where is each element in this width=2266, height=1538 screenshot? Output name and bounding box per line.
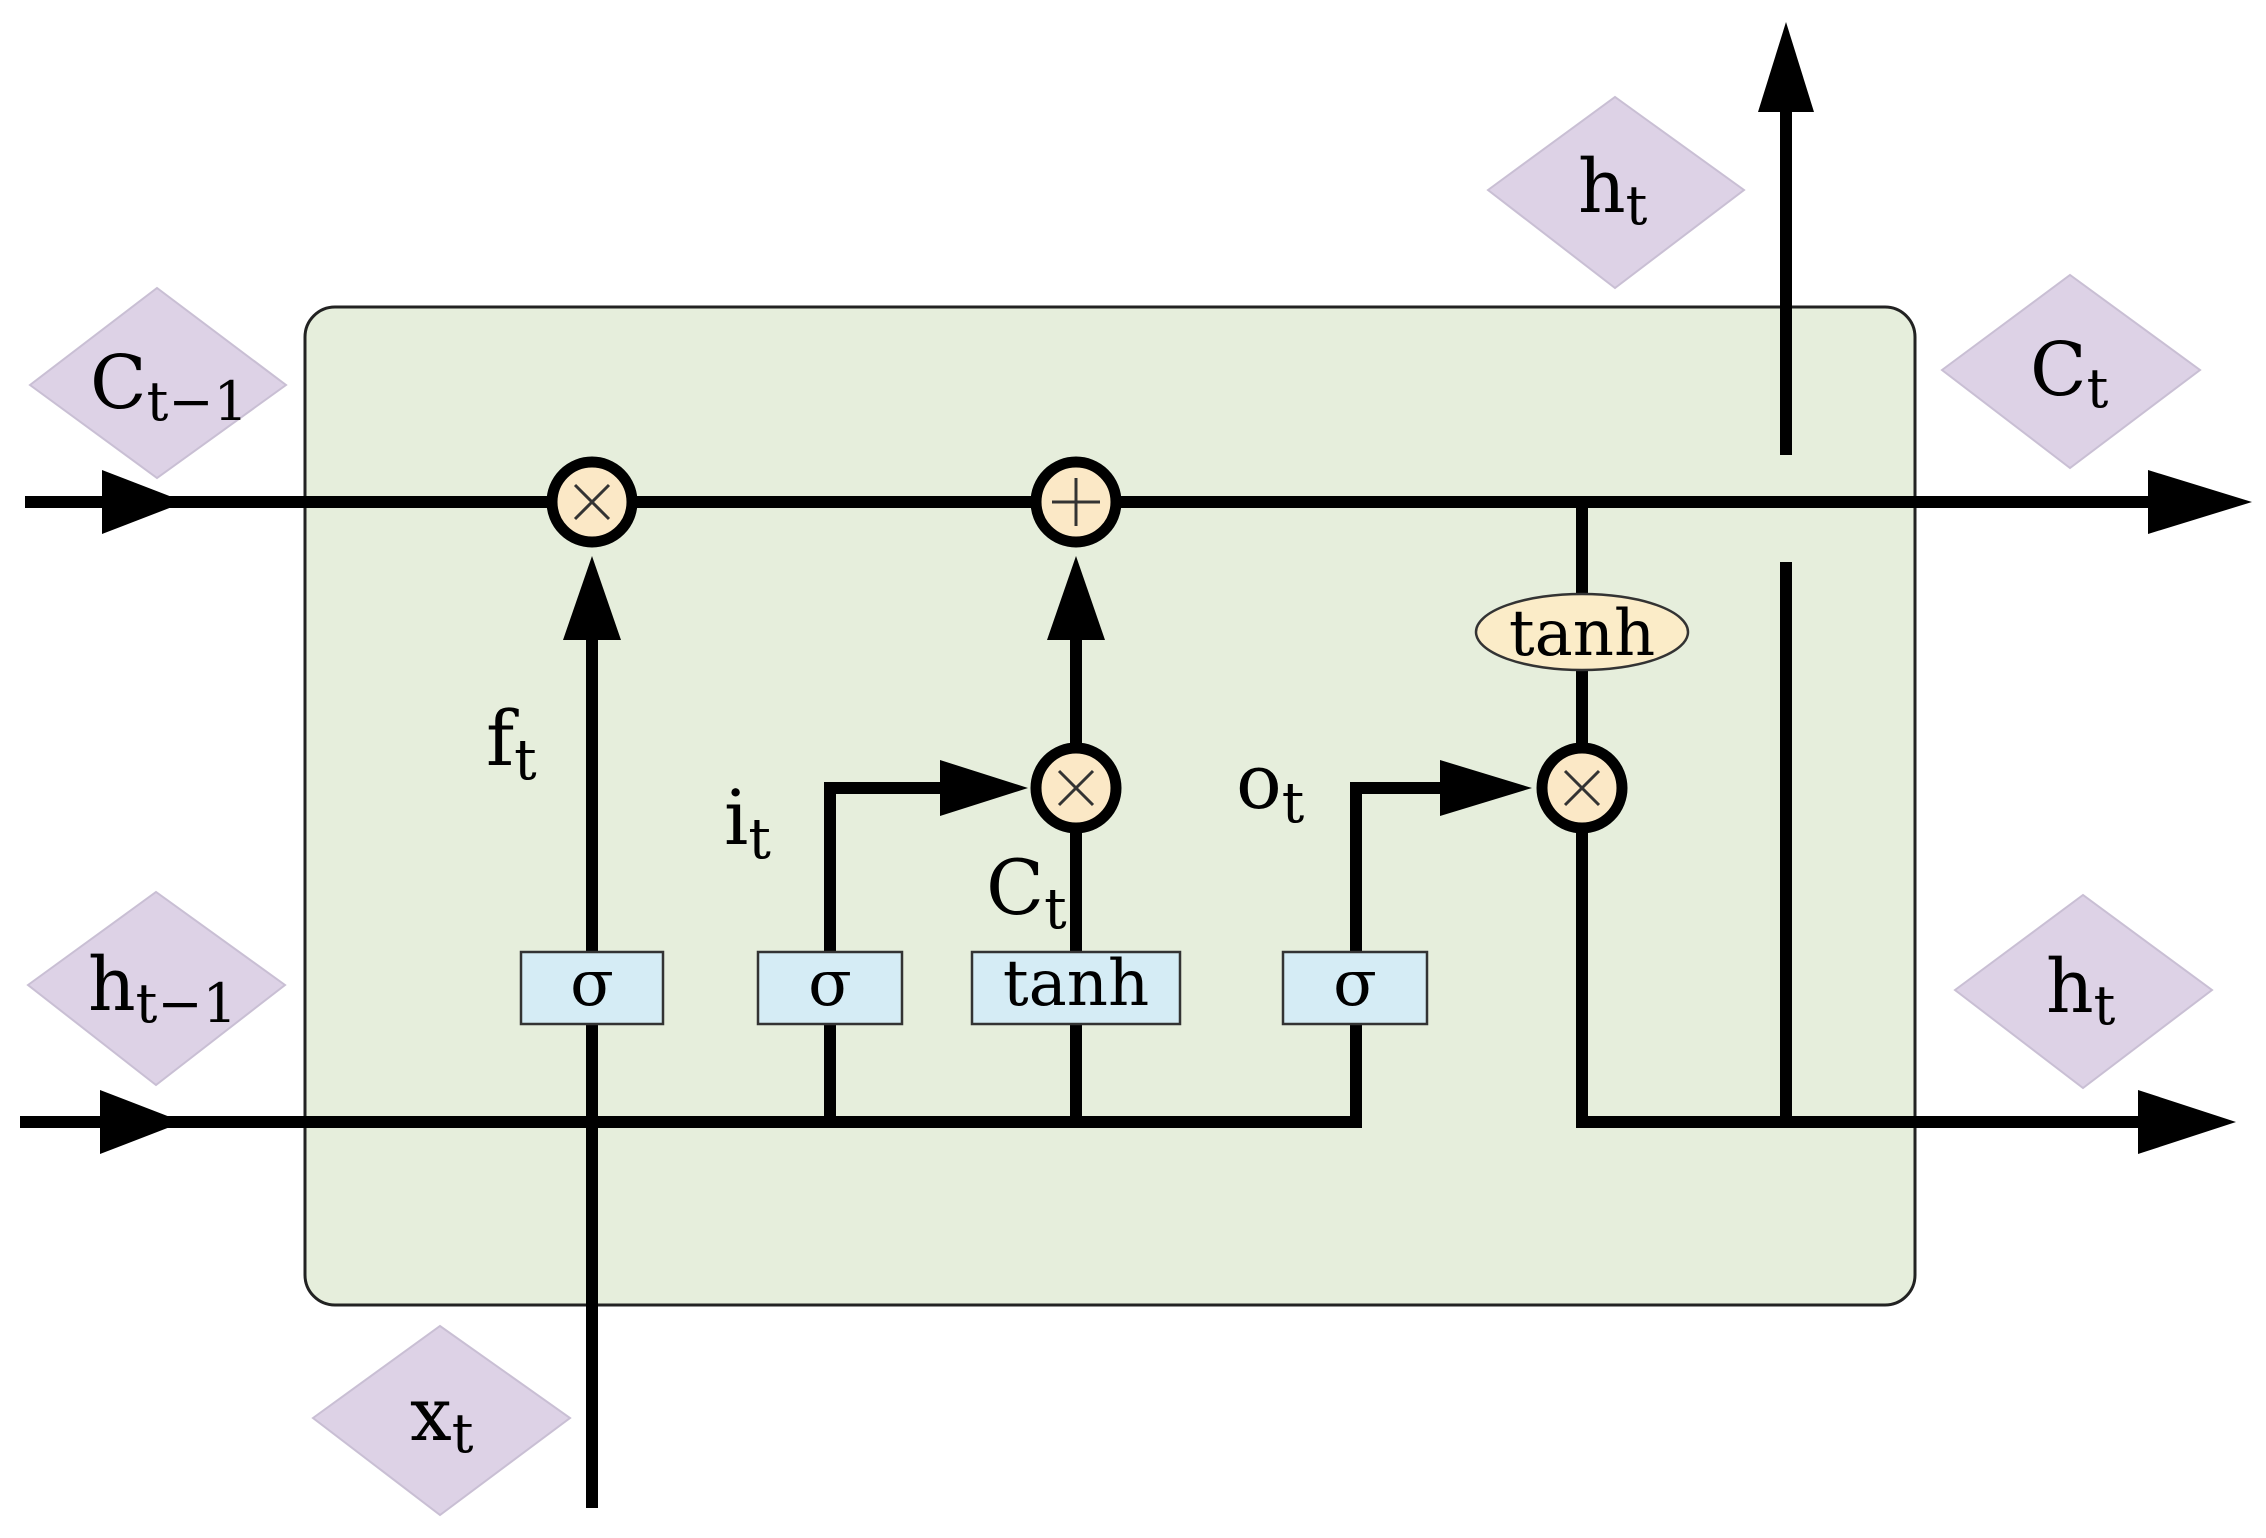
cell-add-operator bbox=[1030, 456, 1122, 548]
forget-gate-box: σ bbox=[519, 947, 665, 1026]
multiply-icon bbox=[573, 483, 611, 521]
input-gate-arrowhead bbox=[940, 760, 1028, 816]
h-prev-tag: ht−1 bbox=[26, 890, 287, 1087]
input-gate-label: it bbox=[724, 773, 771, 872]
output-gate-arrowhead bbox=[1440, 760, 1532, 816]
h-t-top-label: ht bbox=[1578, 144, 1648, 237]
input-gate-activation: σ bbox=[808, 947, 852, 1021]
hidden-output-arrowhead bbox=[2138, 1090, 2236, 1154]
input-gate-box: σ bbox=[756, 947, 904, 1026]
plus-icon bbox=[1052, 478, 1100, 526]
forget-gate-label: ft bbox=[486, 694, 537, 793]
h-t-top-tag: ht bbox=[1486, 95, 1746, 290]
h-up-arrowhead bbox=[1758, 22, 1814, 112]
candidate-arrowhead bbox=[1047, 556, 1105, 640]
output-gate-activation: σ bbox=[1333, 947, 1377, 1021]
hidden-input-arrowhead bbox=[100, 1090, 183, 1154]
forget-multiply-operator bbox=[546, 456, 638, 548]
c-t-tag: Ct bbox=[1940, 273, 2202, 470]
cell-tanh-label: tanh bbox=[1509, 597, 1655, 671]
candidate-label: Ct bbox=[986, 843, 1067, 942]
cell-tanh-node: tanh bbox=[1474, 592, 1690, 672]
output-multiply-operator bbox=[1536, 742, 1628, 834]
c-t-label: Ct bbox=[2030, 327, 2109, 420]
output-gate-box: σ bbox=[1281, 947, 1429, 1026]
output-gate-label: ot bbox=[1236, 737, 1305, 836]
multiply-icon bbox=[1563, 769, 1601, 807]
c-prev-label: Ct−1 bbox=[90, 340, 248, 433]
x-t-tag: xt bbox=[311, 1324, 572, 1517]
candidate-gate-box: tanh bbox=[970, 947, 1182, 1026]
multiply-icon bbox=[1057, 769, 1095, 807]
h-t-right-label: ht bbox=[2046, 944, 2116, 1037]
cell-input-arrowhead bbox=[102, 470, 185, 534]
x-t-label: xt bbox=[410, 1372, 474, 1465]
input-multiply-operator bbox=[1030, 742, 1122, 834]
h-t-right-tag: ht bbox=[1953, 893, 2214, 1090]
forget-arrowhead bbox=[563, 556, 621, 640]
cell-output-arrowhead bbox=[2148, 470, 2252, 534]
candidate-gate-activation: tanh bbox=[1003, 947, 1149, 1021]
forget-gate-activation: σ bbox=[570, 947, 614, 1021]
c-prev-tag: Ct−1 bbox=[28, 286, 288, 480]
h-prev-label: ht−1 bbox=[88, 942, 237, 1035]
